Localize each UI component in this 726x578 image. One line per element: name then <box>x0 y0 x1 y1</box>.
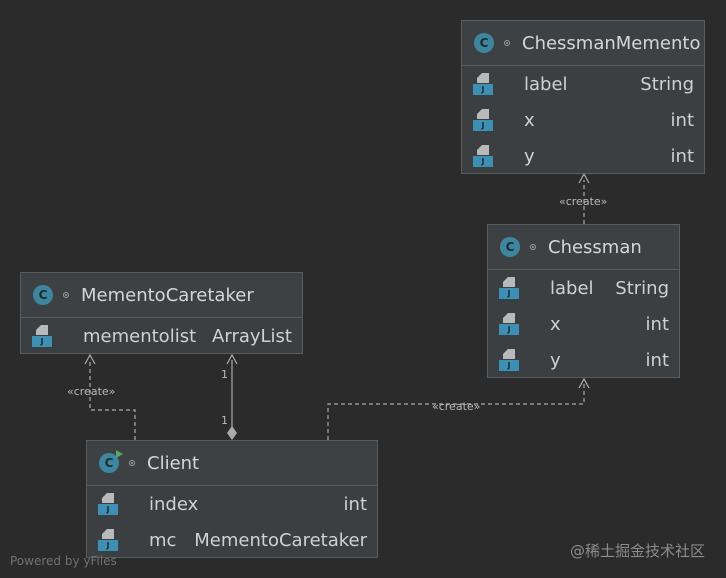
arrowhead-chessman-memento <box>578 172 590 184</box>
class-icon-letter: C <box>505 240 515 254</box>
field-row[interactable]: J label String <box>462 66 704 102</box>
field-type: int <box>645 349 669 371</box>
class-header[interactable]: C Client <box>87 441 377 486</box>
field-name: mementolist <box>83 325 197 347</box>
edge-client-chessman-create <box>327 384 585 440</box>
field-row[interactable]: J mementolist ArrayList <box>21 318 302 354</box>
field-row[interactable]: J y int <box>488 342 679 378</box>
create-label-client-chessman: «create» <box>432 400 481 413</box>
field-type: String <box>615 277 669 299</box>
class-name: MementoCaretaker <box>81 284 254 306</box>
visibility-icon <box>504 40 510 46</box>
field-type: MementoCaretaker <box>194 529 367 551</box>
class-header[interactable]: C ChessmanMemento <box>462 21 704 66</box>
main-class-icon: C <box>99 450 123 473</box>
edge-client-caretaker-create <box>89 360 136 440</box>
field-name: label <box>524 73 568 95</box>
multiplicity-caretaker-end: 1 <box>221 368 228 381</box>
field-name: y <box>550 349 561 371</box>
run-marker-icon <box>116 450 123 458</box>
class-icon: C <box>33 285 53 305</box>
arrowhead-aggregation <box>226 353 238 365</box>
field-icon: J <box>97 528 119 552</box>
class-name: ChessmanMemento <box>522 32 701 54</box>
field-icon: J <box>498 348 520 372</box>
field-name: index <box>149 493 199 515</box>
field-row[interactable]: J x int <box>462 102 704 138</box>
arrowhead-client-chessman <box>578 377 590 389</box>
class-header[interactable]: C MementoCaretaker <box>21 273 302 318</box>
multiplicity-client-end: 1 <box>221 414 228 427</box>
source-watermark: @稀土掘金技术社区 <box>570 542 706 560</box>
class-icon: C <box>474 33 494 53</box>
visibility-icon <box>129 460 135 466</box>
class-icon-letter: C <box>104 456 114 470</box>
field-name: y <box>524 145 535 167</box>
field-icon: J <box>472 144 494 168</box>
field-type: int <box>670 145 694 167</box>
field-type: int <box>645 313 669 335</box>
field-name: x <box>550 313 561 335</box>
field-row[interactable]: J x int <box>488 306 679 342</box>
field-name: mc <box>149 529 177 551</box>
field-icon: J <box>472 72 494 96</box>
visibility-icon <box>530 244 536 250</box>
class-icon-letter: C <box>38 288 48 302</box>
create-label-chessman-memento: «create» <box>559 195 608 208</box>
field-icon: J <box>498 276 520 300</box>
arrowhead-client-caretaker <box>84 353 96 365</box>
aggregation-diamond <box>227 426 237 440</box>
field-icon: J <box>498 312 520 336</box>
field-type: int <box>343 493 367 515</box>
field-type: String <box>640 73 694 95</box>
class-name: Chessman <box>548 236 642 258</box>
field-type: int <box>670 109 694 131</box>
create-label-client-caretaker: «create» <box>67 385 116 398</box>
field-row[interactable]: J y int <box>462 138 704 174</box>
class-node-memento-caretaker[interactable]: C MementoCaretaker J mementolist ArrayLi… <box>20 272 303 354</box>
field-name: x <box>524 109 535 131</box>
class-node-client[interactable]: C Client J index int J mc MementoCaretak… <box>86 440 378 558</box>
class-node-chessman[interactable]: C Chessman J label String J x int J y in… <box>487 224 680 378</box>
class-icon: C <box>500 237 520 257</box>
class-icon-letter: C <box>479 36 489 50</box>
field-row[interactable]: J index int <box>87 486 377 522</box>
class-header[interactable]: C Chessman <box>488 225 679 270</box>
field-type: ArrayList <box>212 325 292 347</box>
field-icon: J <box>31 324 53 348</box>
class-name: Client <box>147 452 200 474</box>
field-icon: J <box>472 108 494 132</box>
visibility-icon <box>63 292 69 298</box>
field-icon: J <box>97 492 119 516</box>
powered-by-watermark: Powered by yFiles <box>10 554 117 568</box>
field-row[interactable]: J label String <box>488 270 679 306</box>
field-name: label <box>550 277 594 299</box>
field-row[interactable]: J mc MementoCaretaker <box>87 522 377 558</box>
class-node-chessman-memento[interactable]: C ChessmanMemento J label String J x int… <box>461 20 705 174</box>
